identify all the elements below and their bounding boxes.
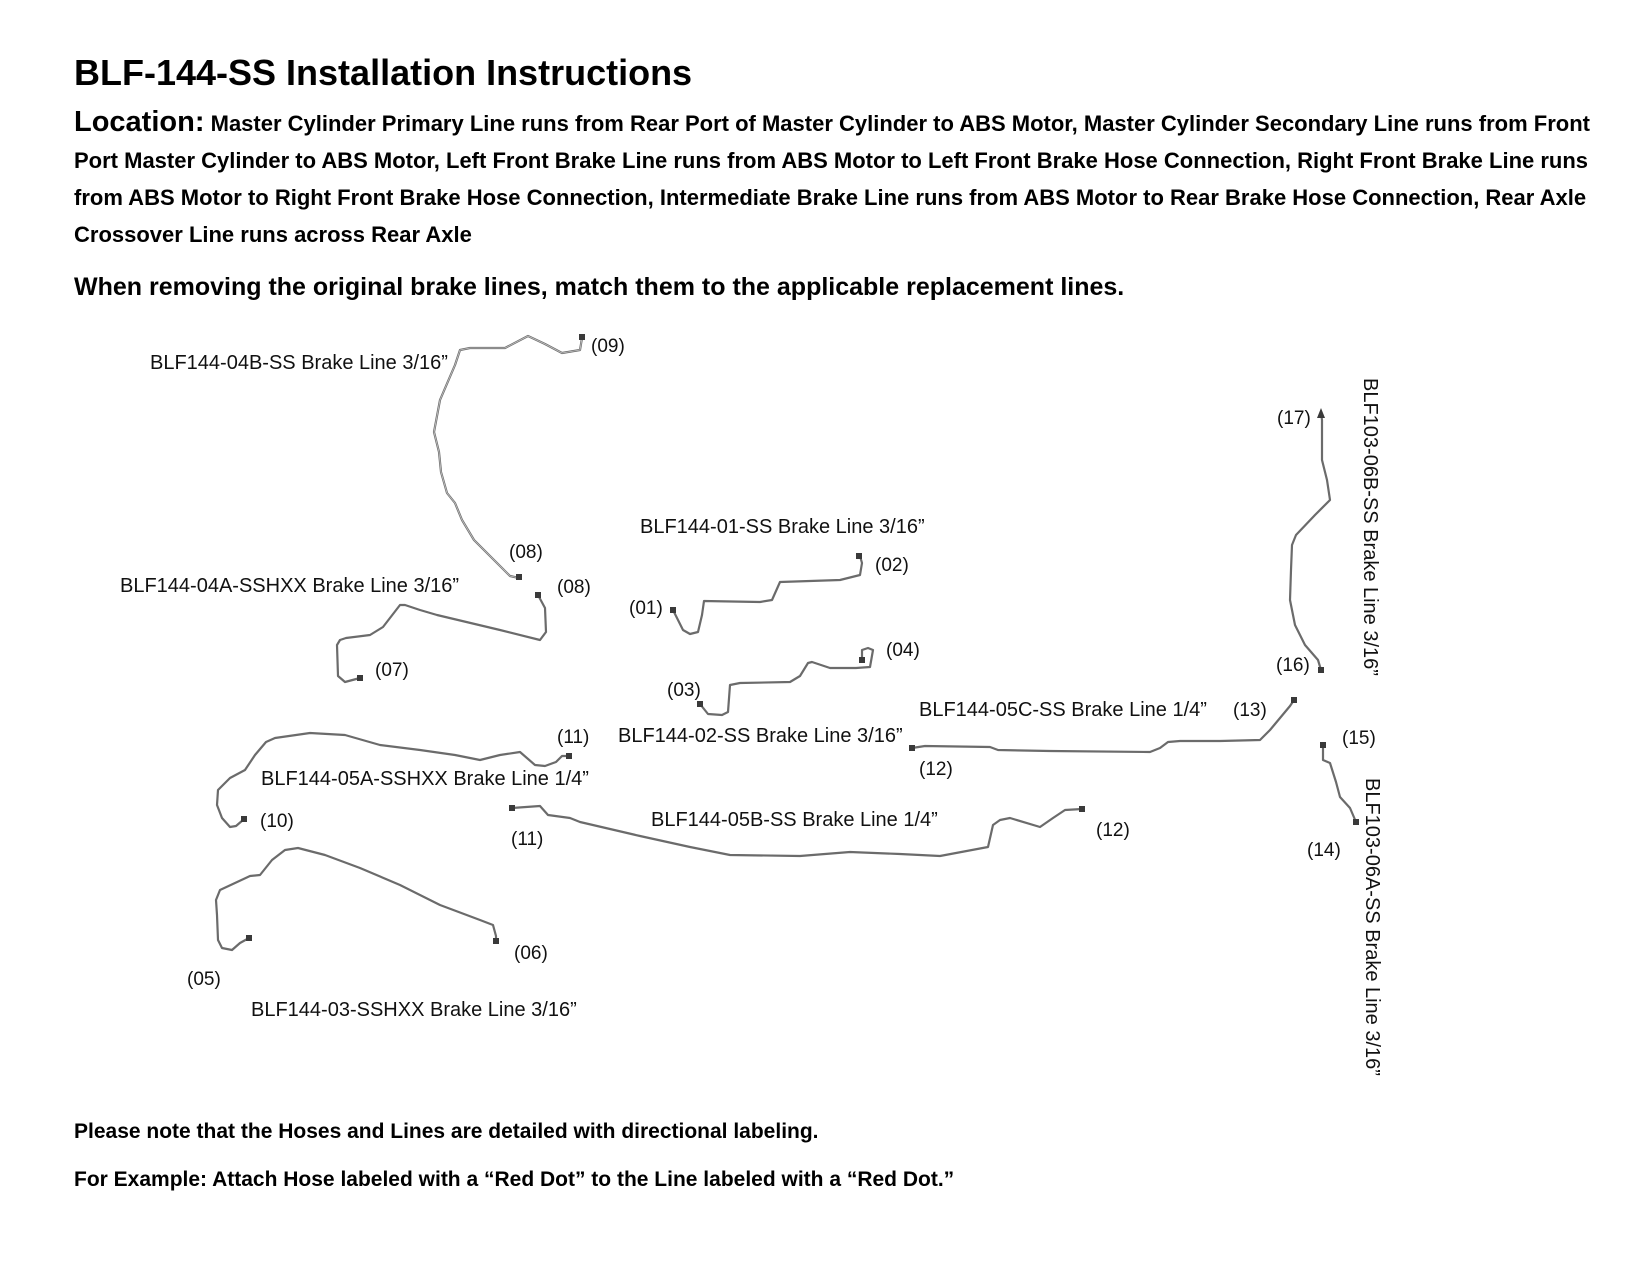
port-09: (09): [591, 336, 625, 357]
port-10: (10): [260, 811, 294, 832]
port-05: (05): [187, 969, 221, 990]
port-08-a: (08): [509, 542, 543, 563]
label-blf144-04b: BLF144-04B-SS Brake Line 3/16”: [150, 352, 448, 374]
port-15: (15): [1342, 728, 1376, 749]
label-blf144-01: BLF144-01-SS Brake Line 3/16”: [640, 516, 925, 538]
port-13: (13): [1233, 700, 1267, 721]
port-07: (07): [375, 660, 409, 681]
label-blf144-03: BLF144-03-SSHXX Brake Line 3/16”: [251, 999, 577, 1021]
label-blf144-05a: BLF144-05A-SSHXX Brake Line 1/4”: [261, 768, 589, 790]
instruction-heading: When removing the original brake lines, …: [74, 273, 1125, 301]
brake-line-05b: [509, 804, 1085, 858]
port-08-b: (08): [557, 577, 591, 598]
footer-note-directional: Please note that the Hoses and Lines are…: [74, 1120, 819, 1143]
page-title: BLF-144-SS Installation Instructions: [74, 52, 693, 93]
port-12-a: (12): [919, 759, 953, 780]
brake-line-03: [214, 846, 499, 952]
port-02: (02): [875, 555, 909, 576]
port-16: (16): [1276, 655, 1310, 676]
location-paragraph: Location: Master Cylinder Primary Line r…: [74, 104, 1594, 253]
brake-line-05c: [909, 697, 1297, 754]
label-blf103-06a: BLF103-06A-SS Brake Line 3/16”: [1361, 778, 1383, 1076]
location-label: Location:: [74, 106, 205, 138]
label-blf144-05b: BLF144-05B-SS Brake Line 1/4”: [651, 809, 938, 831]
brake-line-02: [697, 646, 875, 717]
port-14: (14): [1307, 840, 1341, 861]
port-04: (04): [886, 640, 920, 661]
brake-line-01: [670, 553, 864, 636]
port-06: (06): [514, 943, 548, 964]
label-blf144-02: BLF144-02-SS Brake Line 3/16”: [618, 725, 903, 747]
brake-line-04a: [335, 592, 548, 684]
brake-line-103-06a: [1320, 742, 1359, 825]
brake-line-103-06b: [1288, 408, 1332, 673]
location-text: Master Cylinder Primary Line runs from R…: [74, 111, 1590, 247]
port-03: (03): [667, 680, 701, 701]
footer-note-example: For Example: Attach Hose labeled with a …: [74, 1168, 955, 1191]
port-17: (17): [1277, 408, 1311, 429]
brake-line-05a: [215, 731, 572, 829]
label-blf103-06b: BLF103-06B-SS Brake Line 3/16”: [1359, 378, 1381, 676]
label-blf144-05c: BLF144-05C-SS Brake Line 1/4”: [919, 699, 1207, 721]
brake-line-04b: [432, 334, 585, 580]
port-12-b: (12): [1096, 820, 1130, 841]
port-01: (01): [629, 598, 663, 619]
port-11-b: (11): [511, 829, 543, 850]
port-11-a: (11): [557, 727, 589, 748]
label-blf144-04a: BLF144-04A-SSHXX Brake Line 3/16”: [120, 575, 459, 597]
